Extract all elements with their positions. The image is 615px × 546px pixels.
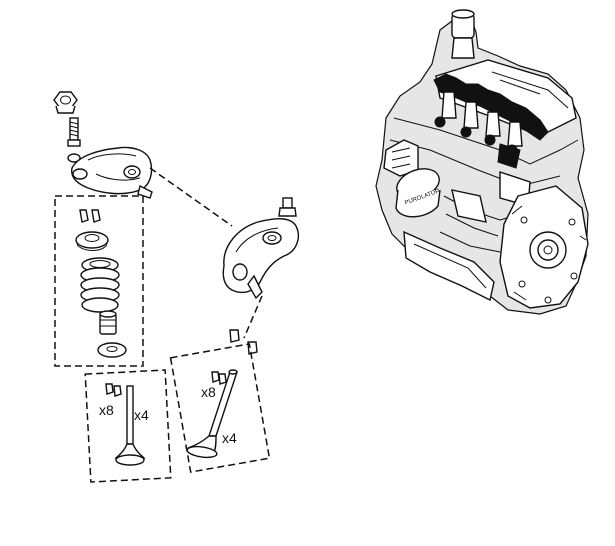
right-valve [186,369,238,459]
right-rocker-arm [222,218,300,300]
pivot-dash-connector [149,167,233,227]
left-rocker-assembly: x8 x4 [53,91,172,483]
engine-block: PUROLATOR [375,9,589,315]
left-valve [114,385,146,466]
left-valve-keepers [105,383,122,397]
exposed-rockers [433,73,549,169]
rocker-pivot [67,153,81,163]
right-valve-keepers [211,371,227,385]
right-spring-keepers [229,329,258,355]
spring-keepers [79,209,101,223]
rocker-nut [53,91,78,114]
right-rocker-stud [278,197,297,217]
oil-filler-cap [451,9,475,59]
left-valves-qty-label: x4 [134,407,149,423]
right-dash-connector [243,295,263,339]
left-keepers-qty-label: x8 [99,402,114,418]
rocker-stud [67,117,81,147]
spring-retainer [75,231,109,251]
oil-pan [403,230,495,302]
spring-seat [97,342,127,358]
valve-spring [80,257,120,313]
spring-set-box [54,195,144,367]
left-rocker-arm [71,146,153,199]
right-keepers-qty-label: x8 [201,384,216,400]
right-rocker-assembly: x8 x4 [169,197,300,473]
oil-filter: PUROLATOR [395,168,441,218]
left-valve-box [84,369,172,483]
bellhousing [499,185,589,309]
cylinder-head-edge [393,117,579,165]
right-valves-qty-label: x4 [222,430,237,446]
valve-stem-seal [99,310,117,335]
right-valve-box [169,343,271,473]
